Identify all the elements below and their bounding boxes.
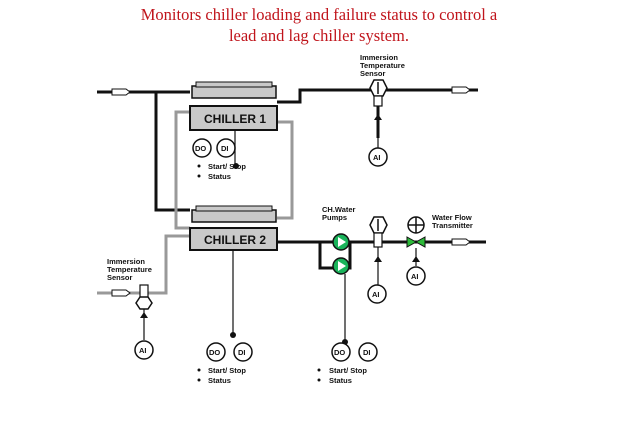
page-title: Monitors chiller loading and failure sta… [0, 4, 638, 46]
pumps-label-1: CH.Water [322, 205, 356, 214]
water-flow-transmitter: Water Flow Transmitter AI [406, 213, 473, 286]
chiller-2-label: CHILLER 2 [204, 233, 266, 247]
title-line-1: Monitors chiller loading and failure sta… [140, 5, 498, 24]
return-pipes [97, 110, 294, 295]
pumps-di: DI [363, 348, 371, 357]
immersion-top-line-2: Temperature [360, 61, 405, 70]
immersion-left-line-3: Sensor [107, 273, 133, 282]
chiller-1-start-stop: Start/ Stop [208, 162, 246, 171]
chiller-2-start-stop: Start/ Stop [208, 366, 246, 375]
immersion-top-line-3: Sensor [360, 69, 386, 78]
flow-valve [406, 236, 426, 248]
chiller-1: CHILLER 1 [189, 81, 278, 131]
pumps-do: DO [334, 348, 345, 357]
ch-water-pumps: CH.Water Pumps DO DI Start/ Stop Status [317, 205, 378, 385]
chiller-2-do: DO [209, 348, 220, 357]
immersion-top-line-1: Immersion [360, 53, 398, 62]
pumps-start-stop: Start/ Stop [329, 366, 367, 375]
chiller-1-label: CHILLER 1 [204, 112, 266, 126]
pipe-arrows [111, 86, 471, 297]
middle-sensor-ai: AI [372, 290, 380, 299]
chiller-1-points: DO DI Start/ Stop Status [192, 130, 246, 181]
pumps-status: Status [329, 376, 352, 385]
flow-label-2: Transmitter [432, 221, 473, 230]
immersion-left-ai: AI [139, 346, 147, 355]
flow-label-1: Water Flow [432, 213, 472, 222]
title-line-2: lead and lag chiller system. [228, 26, 410, 45]
immersion-left-line-1: Immersion [107, 257, 145, 266]
immersion-left-line-2: Temperature [107, 265, 152, 274]
chiller-2-di: DI [238, 348, 246, 357]
immersion-sensor-left: Immersion Temperature Sensor AI [107, 257, 154, 360]
chiller-1-di: DI [221, 144, 229, 153]
chiller-1-status: Status [208, 172, 231, 181]
flow-ai: AI [411, 272, 419, 281]
immersion-sensor-middle: AI [367, 216, 388, 304]
chiller-2-points: DO DI Start/ Stop Status [197, 250, 253, 385]
pumps-label-2: Pumps [322, 213, 347, 222]
chiller-1-do: DO [195, 144, 206, 153]
chiller-2: CHILLER 2 [189, 205, 278, 251]
immersion-top-ai: AI [373, 153, 381, 162]
immersion-sensor-top: Immersion Temperature Sensor AI [360, 53, 405, 167]
chiller-2-status: Status [208, 376, 231, 385]
